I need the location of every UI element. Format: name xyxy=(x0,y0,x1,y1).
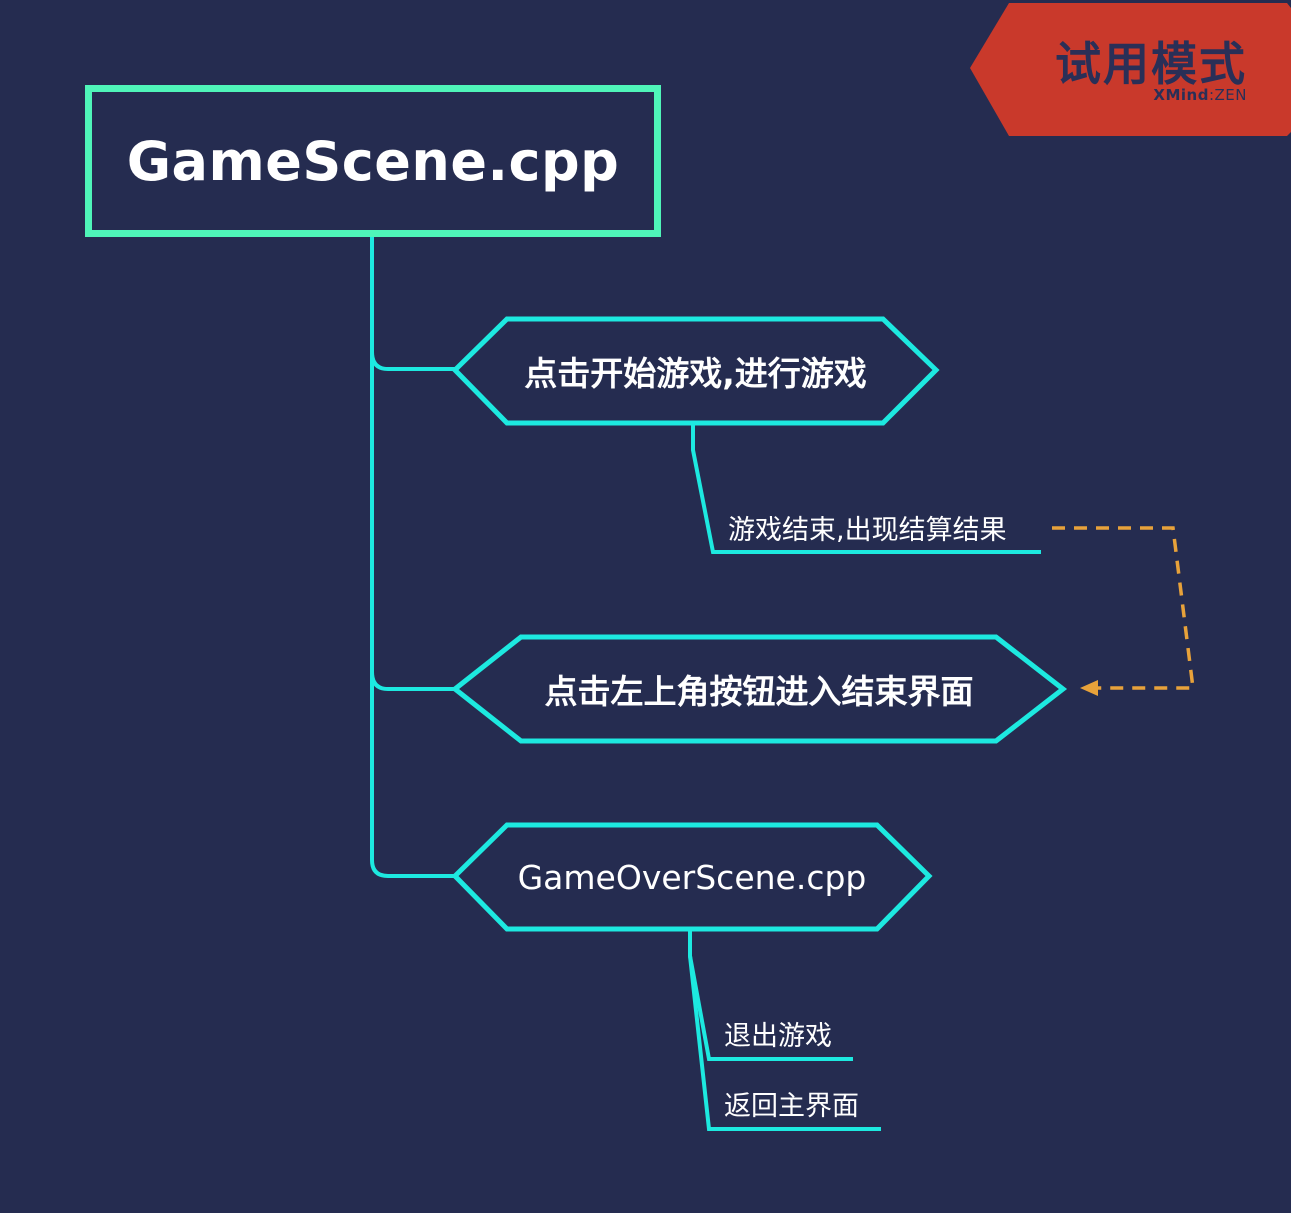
trial-badge-shape xyxy=(970,3,1291,136)
relationship-arrowhead xyxy=(1080,680,1098,696)
brand-zen: ZEN xyxy=(1214,86,1247,104)
root-topic[interactable]: GameScene.cpp xyxy=(85,85,661,237)
topic-hexagon-1[interactable] xyxy=(451,316,940,426)
root-topic-label: GameScene.cpp xyxy=(126,129,620,193)
trial-mode-title: 试用模式 xyxy=(1055,37,1247,91)
subtopic-line-game-end xyxy=(691,423,1041,554)
trial-mode-badge: 试用模式 XMind:ZEN xyxy=(968,0,1291,137)
brand-xmind: XMind xyxy=(1153,86,1209,104)
topic-hexagon-2[interactable] xyxy=(450,634,1068,744)
trunk-line xyxy=(370,237,455,878)
subtopic-line-exit xyxy=(688,929,853,1061)
xmind-zen-logo: XMind:ZEN xyxy=(1153,86,1247,104)
subtopic-line-back xyxy=(688,955,881,1131)
subtopic-exit-game[interactable]: 退出游戏 xyxy=(724,1021,832,1052)
subtopic-back-home[interactable]: 返回主界面 xyxy=(724,1091,859,1122)
topic-3-label: GameOverScene.cpp xyxy=(517,857,867,897)
subtopic-game-end[interactable]: 游戏结束,出现结算结果 xyxy=(728,515,1007,546)
topic-hexagon-3[interactable] xyxy=(451,822,933,932)
branch-line-2 xyxy=(370,671,455,691)
relationship-line[interactable] xyxy=(1052,526,1195,690)
topic-2-label: 点击左上角按钮进入结束界面 xyxy=(544,672,974,711)
brand-separator: : xyxy=(1208,86,1215,104)
topic-1-label: 点击开始游戏,进行游戏 xyxy=(524,354,867,393)
branch-line-1 xyxy=(370,351,455,371)
